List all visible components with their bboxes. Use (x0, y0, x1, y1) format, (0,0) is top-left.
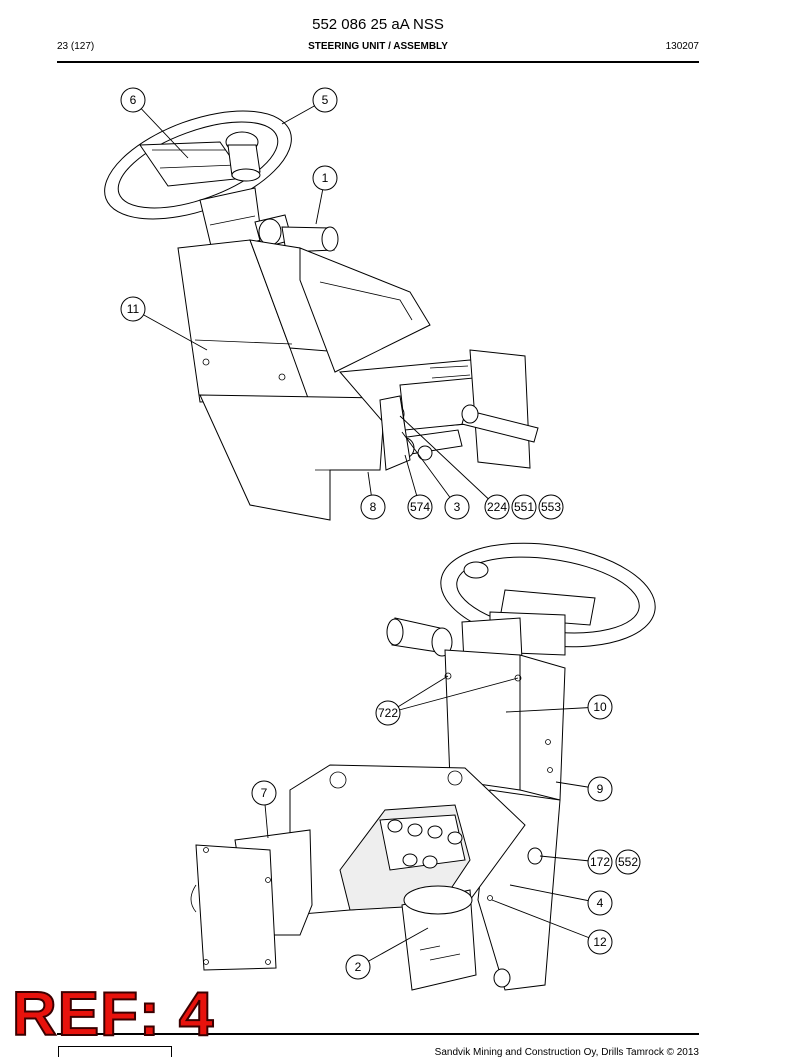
callout-12: 12 (587, 929, 613, 955)
page-header: STEERING UNIT / ASSEMBLY 23 (127) 130207 (57, 40, 699, 56)
callout-6: 6 (120, 87, 146, 113)
callout-224: 224 (484, 494, 510, 520)
svg-text:574: 574 (410, 500, 430, 514)
callout-2: 2 (345, 954, 371, 980)
document-number: 552 086 25 aA NSS (312, 16, 444, 33)
section-title: STEERING UNIT / ASSEMBLY (308, 41, 448, 52)
footer-rule (57, 1033, 699, 1035)
svg-text:1: 1 (322, 171, 329, 185)
callout-11: 11 (120, 296, 146, 322)
header-rule (57, 61, 699, 63)
upper-assembly-view (104, 99, 539, 521)
svg-text:11: 11 (127, 302, 140, 316)
svg-text:224: 224 (487, 500, 507, 514)
svg-text:3: 3 (454, 500, 461, 514)
footer-logo (58, 1046, 172, 1057)
callout-551: 551 (511, 494, 537, 520)
svg-text:12: 12 (593, 935, 607, 949)
svg-text:6: 6 (130, 93, 137, 107)
svg-text:551: 551 (514, 500, 534, 514)
svg-text:553: 553 (541, 500, 561, 514)
callout-574: 574 (407, 494, 433, 520)
svg-text:9: 9 (597, 782, 604, 796)
svg-text:722: 722 (378, 706, 398, 720)
svg-text:5: 5 (322, 93, 329, 107)
callout-553: 553 (538, 494, 564, 520)
svg-text:4: 4 (597, 896, 604, 910)
callout-5: 5 (312, 87, 338, 113)
callout-722: 722 (375, 700, 401, 726)
svg-text:2: 2 (355, 960, 362, 974)
callout-4: 4 (587, 890, 613, 916)
svg-text:172: 172 (590, 855, 610, 869)
callout-1: 1 (312, 165, 338, 191)
date-code: 130207 (665, 41, 699, 52)
svg-text:7: 7 (261, 786, 268, 800)
svg-text:10: 10 (593, 700, 607, 714)
callout-3: 3 (444, 494, 470, 520)
callout-9: 9 (587, 776, 613, 802)
callout-552: 552 (615, 849, 641, 875)
callout-172: 172 (587, 849, 613, 875)
callout-8: 8 (360, 494, 386, 520)
svg-text:8: 8 (370, 500, 377, 514)
callout-10: 10 (587, 694, 613, 720)
svg-text:552: 552 (618, 855, 638, 869)
ref-stamp: REF: 4 (11, 980, 215, 1049)
page-count: 23 (127) (57, 41, 95, 52)
lower-assembly-view (190, 542, 656, 991)
callout-7: 7 (251, 780, 277, 806)
